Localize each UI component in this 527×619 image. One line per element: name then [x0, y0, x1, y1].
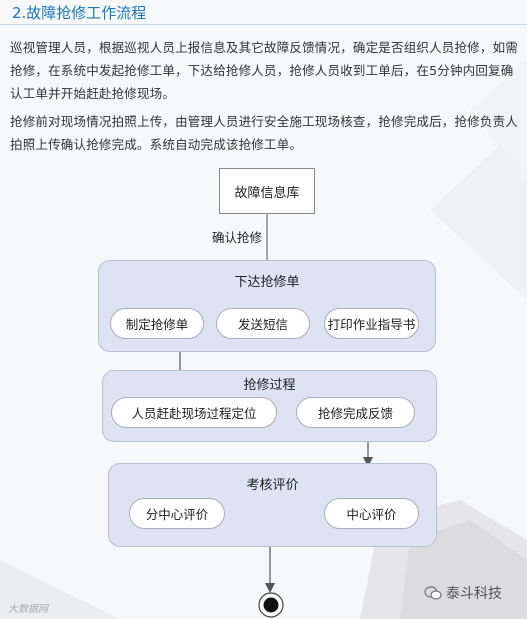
- node-print-guide: 打印作业指导书: [324, 308, 419, 339]
- group-dispatch-order: 下达抢修单 制定抢修单 发送短信 打印作业指导书: [98, 260, 436, 352]
- node-send-sms: 发送短信: [216, 308, 310, 339]
- node-subcenter-evaluation: 分中心评价: [129, 498, 225, 529]
- group-evaluation: 考核评价 分中心评价 中心评价: [108, 463, 437, 547]
- confirm-repair-label: 确认抢修: [210, 227, 265, 246]
- watermark-left: 大数据网: [8, 604, 48, 615]
- group-title-evaluation: 考核评价: [246, 478, 299, 493]
- watermark-right-text: 泰斗科技: [446, 586, 502, 602]
- node-completion-feedback: 抢修完成反馈: [296, 397, 415, 428]
- section-title: 2.故障抢修工作流程: [12, 4, 147, 22]
- watermark-right: 泰斗科技: [424, 583, 502, 603]
- wechat-icon: [424, 586, 442, 600]
- group-title-process: 抢修过程: [243, 378, 296, 393]
- description-paragraph-1: 巡视管理人员，根据巡视人员上报信息及其它故障反馈情况，确定是否组织人员抢修，如需…: [10, 40, 519, 101]
- title-divider: [0, 24, 527, 25]
- node-onsite-location: 人员赶赴现场过程定位: [111, 397, 277, 428]
- group-title-dispatch: 下达抢修单: [234, 275, 300, 290]
- description-paragraph-2: 抢修前对现场情况拍照上传，由管理人员进行安全施工现场核查，抢修完成后，抢修负责人…: [10, 114, 519, 152]
- node-center-evaluation: 中心评价: [324, 498, 419, 529]
- node-create-order: 制定抢修单: [110, 308, 204, 339]
- group-repair-process: 抢修过程 人员赶赴现场过程定位 抢修完成反馈: [102, 370, 437, 442]
- fault-database-node: 故障信息库: [219, 168, 315, 214]
